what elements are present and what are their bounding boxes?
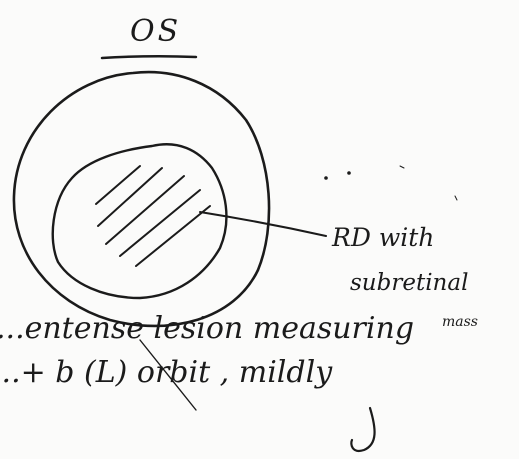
lesion-label-line1: RD with [331,223,434,252]
eye-outline [14,72,269,326]
scribble-tail [351,408,374,451]
lesion-hatching [96,166,210,266]
note-line1: ...entense lesion measuring [0,311,414,346]
lesion-label-line2: subretinal [350,270,468,296]
label-leader-line [200,212,326,236]
title-underline [102,56,196,58]
stray-marks [324,166,457,200]
lesion-label-line3: mass [442,314,478,330]
diagram-title: OS [130,14,181,49]
